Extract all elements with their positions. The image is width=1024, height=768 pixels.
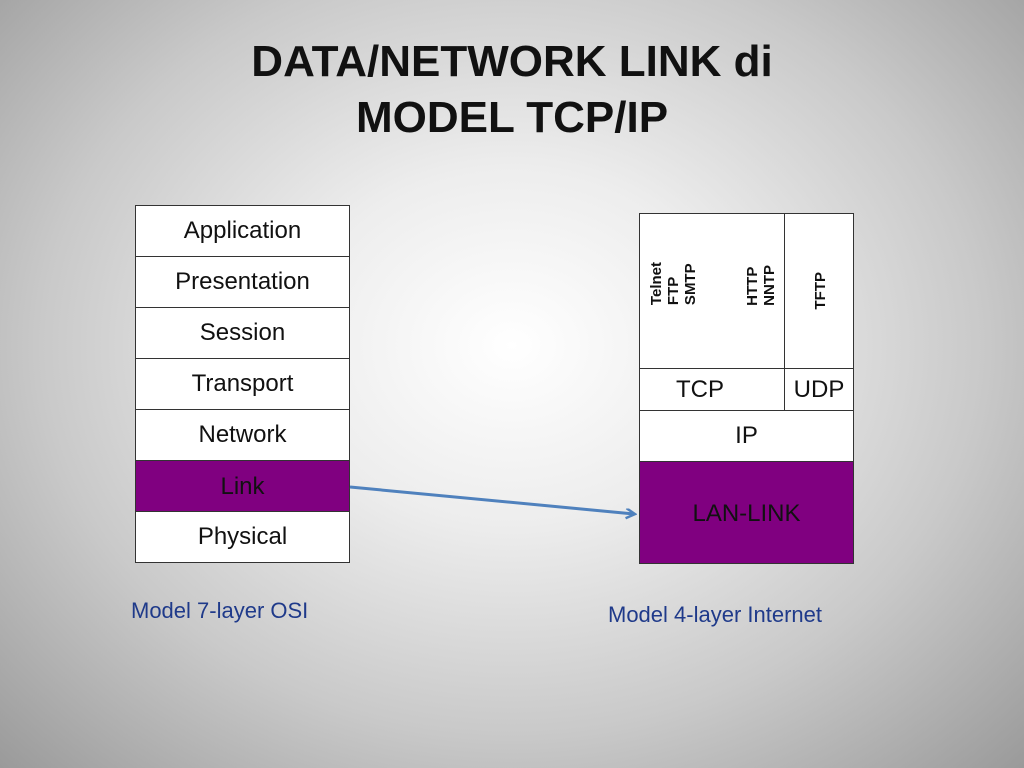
- slide-title: DATA/NETWORK LINK di MODEL TCP/IP: [0, 34, 1024, 146]
- osi-layer-network: Network: [135, 409, 350, 461]
- osi-layer-application: Application: [135, 205, 350, 257]
- application-protocols-box: [639, 213, 854, 369]
- osi-layer-link: Link: [135, 460, 350, 512]
- osi-caption: Model 7-layer OSI: [131, 598, 309, 623]
- tcp-layer: TCP: [639, 368, 785, 411]
- lan-link-layer: LAN-LINK: [639, 461, 854, 564]
- osi-layer-physical: Physical: [135, 511, 350, 563]
- application-divider: [784, 213, 785, 369]
- osi-layer-transport: Transport: [135, 358, 350, 410]
- internet-caption: Model 4-layer Internet: [608, 602, 822, 627]
- title-line-1: DATA/NETWORK LINK di: [251, 37, 773, 86]
- osi-layer-presentation: Presentation: [135, 256, 350, 308]
- ip-layer: IP: [639, 410, 854, 462]
- title-line-2: MODEL TCP/IP: [355, 93, 669, 142]
- udp-layer: UDP: [784, 368, 854, 411]
- arrow-line: [349, 485, 634, 514]
